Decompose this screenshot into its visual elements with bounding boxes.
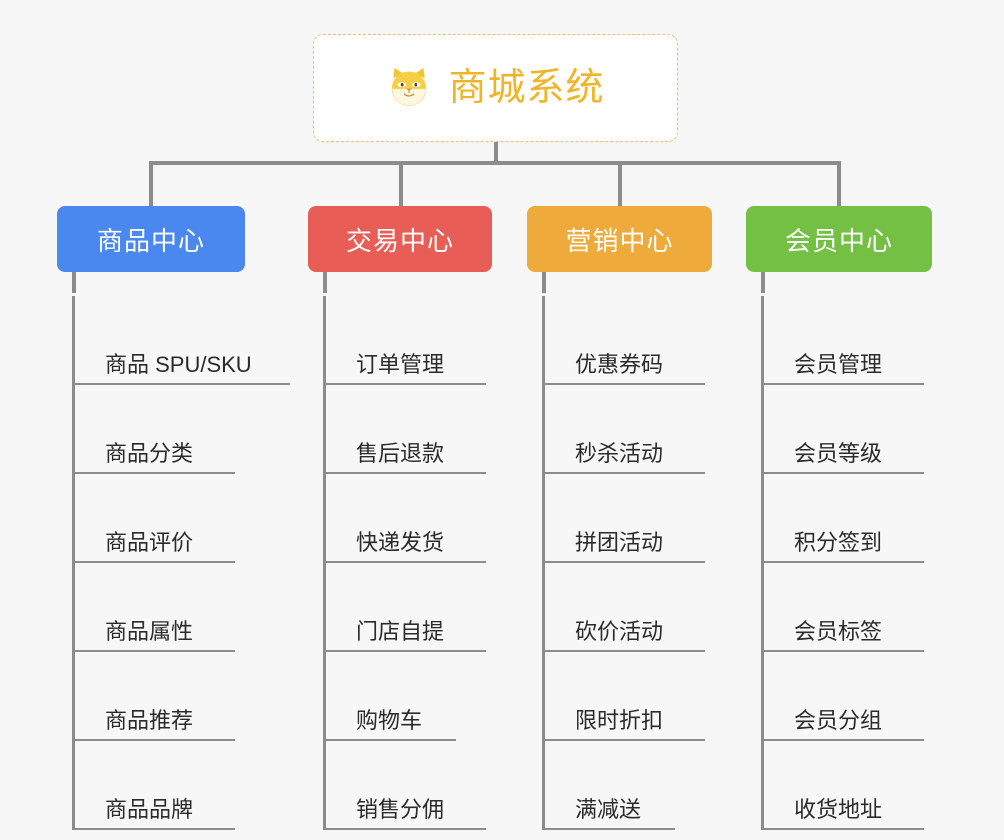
branch-header-marketing-center[interactable]: 营销中心 — [527, 206, 712, 272]
leaf-label: 商品推荐 — [105, 707, 194, 733]
branch-label: 商品中心 — [96, 225, 205, 256]
leaf-label: 满减送 — [575, 796, 642, 822]
leaf-label: 会员管理 — [794, 351, 883, 377]
leaf-label: 商品 SPU/SKU — [105, 351, 252, 377]
leaf-item[interactable]: 商品 SPU/SKU — [75, 296, 290, 385]
branch-label: 交易中心 — [345, 225, 454, 256]
leaf-item[interactable]: 砍价活动 — [545, 563, 705, 652]
leaf-item[interactable]: 会员等级 — [764, 385, 924, 474]
leaf-label: 限时折扣 — [575, 707, 664, 733]
connector-drop-product-center — [149, 161, 153, 207]
leaf-item[interactable]: 优惠券码 — [545, 296, 705, 385]
leaf-item[interactable]: 秒杀活动 — [545, 385, 705, 474]
leaf-item[interactable]: 积分签到 — [764, 474, 924, 563]
branch-product-center: 商品中心 商品 SPU/SKU 商品分类 商品评价 商品属性 商品推荐 商品品牌 — [57, 206, 290, 830]
leaf-label: 订单管理 — [356, 351, 445, 377]
connector-trunk-vertical — [494, 142, 498, 164]
leaf-item[interactable]: 订单管理 — [326, 296, 486, 385]
leaf-label: 商品分类 — [105, 440, 194, 466]
leaf-item[interactable]: 会员标签 — [764, 563, 924, 652]
leaf-list-marketing-center: 优惠券码 秒杀活动 拼团活动 砍价活动 限时折扣 满减送 — [542, 296, 747, 830]
root-node[interactable]: 商城系统 — [313, 34, 678, 142]
connector-stub-member-center — [761, 271, 765, 293]
connector-stub-trade-center — [323, 271, 327, 293]
leaf-item[interactable]: 售后退款 — [326, 385, 486, 474]
leaf-item[interactable]: 购物车 — [326, 652, 456, 741]
branch-marketing-center: 营销中心 优惠券码 秒杀活动 拼团活动 砍价活动 限时折扣 满减送 — [527, 206, 747, 830]
leaf-label: 拼团活动 — [575, 529, 664, 555]
leaf-label: 积分签到 — [794, 529, 883, 555]
leaf-item[interactable]: 销售分佣 — [326, 741, 486, 830]
leaf-label: 优惠券码 — [575, 351, 664, 377]
branch-member-center: 会员中心 会员管理 会员等级 积分签到 会员标签 会员分组 收货地址 — [746, 206, 976, 830]
connector-stub-marketing-center — [542, 271, 546, 293]
branch-label: 营销中心 — [565, 225, 674, 256]
leaf-item[interactable]: 商品推荐 — [75, 652, 235, 741]
leaf-item[interactable]: 快递发货 — [326, 474, 486, 563]
leaf-list-trade-center: 订单管理 售后退款 快递发货 门店自提 购物车 销售分佣 — [323, 296, 528, 830]
branch-label: 会员中心 — [784, 225, 893, 256]
connector-drop-marketing-center — [618, 161, 622, 207]
connector-stub-product-center — [72, 271, 76, 293]
leaf-item[interactable]: 满减送 — [545, 741, 675, 830]
leaf-label: 快递发货 — [356, 529, 445, 555]
branch-trade-center: 交易中心 订单管理 售后退款 快递发货 门店自提 购物车 销售分佣 — [308, 206, 528, 830]
branch-header-product-center[interactable]: 商品中心 — [57, 206, 245, 272]
leaf-label: 秒杀活动 — [575, 440, 664, 466]
branch-header-member-center[interactable]: 会员中心 — [746, 206, 932, 272]
leaf-item[interactable]: 会员管理 — [764, 296, 924, 385]
connector-drop-trade-center — [399, 161, 403, 207]
leaf-label: 商品评价 — [105, 529, 194, 555]
leaf-item[interactable]: 收货地址 — [764, 741, 924, 830]
leaf-item[interactable]: 商品评价 — [75, 474, 235, 563]
leaf-label: 商品属性 — [105, 618, 194, 644]
connector-horizontal-bus — [151, 161, 841, 165]
leaf-item[interactable]: 限时折扣 — [545, 652, 705, 741]
leaf-list-member-center: 会员管理 会员等级 积分签到 会员标签 会员分组 收货地址 — [761, 296, 976, 830]
leaf-item[interactable]: 拼团活动 — [545, 474, 705, 563]
leaf-label: 门店自提 — [356, 618, 445, 644]
leaf-item[interactable]: 门店自提 — [326, 563, 486, 652]
leaf-item[interactable]: 商品属性 — [75, 563, 235, 652]
leaf-item[interactable]: 会员分组 — [764, 652, 924, 741]
leaf-item[interactable]: 商品分类 — [75, 385, 235, 474]
leaf-list-product-center: 商品 SPU/SKU 商品分类 商品评价 商品属性 商品推荐 商品品牌 — [72, 296, 290, 830]
leaf-label: 收货地址 — [794, 796, 883, 822]
root-title: 商城系统 — [448, 67, 605, 109]
leaf-label: 砍价活动 — [575, 618, 664, 644]
leaf-label: 商品品牌 — [105, 796, 194, 822]
leaf-label: 售后退款 — [356, 440, 445, 466]
leaf-label: 会员标签 — [794, 618, 883, 644]
branch-header-trade-center[interactable]: 交易中心 — [308, 206, 492, 272]
leaf-label: 会员等级 — [794, 440, 883, 466]
leaf-label: 会员分组 — [794, 707, 883, 733]
leaf-item[interactable]: 商品品牌 — [75, 741, 235, 830]
leaf-label: 购物车 — [356, 707, 423, 733]
connector-drop-member-center — [837, 161, 841, 207]
leaf-label: 销售分佣 — [356, 796, 445, 822]
shiba-dog-icon — [386, 65, 432, 111]
